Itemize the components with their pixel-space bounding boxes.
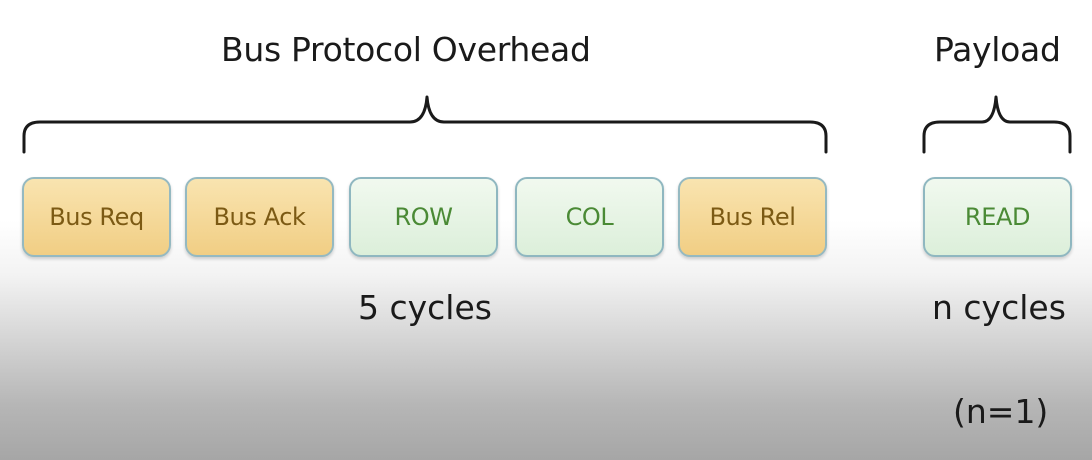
payload-cycles-note: (n=1) — [953, 392, 1049, 431]
bus-rel-label: Bus Rel — [709, 203, 796, 231]
row-block: ROW — [349, 177, 498, 257]
payload-title: Payload — [934, 30, 1061, 69]
overhead-cycles: 5 cycles — [358, 288, 492, 327]
read-label: READ — [964, 203, 1031, 231]
bus-ack-block: Bus Ack — [185, 177, 334, 257]
col-label: COL — [565, 203, 614, 231]
col-block: COL — [515, 177, 664, 257]
bus-ack-label: Bus Ack — [213, 203, 306, 231]
read-block: READ — [923, 177, 1072, 257]
bus-rel-block: Bus Rel — [678, 177, 827, 257]
bus-req-label: Bus Req — [49, 203, 144, 231]
bus-req-block: Bus Req — [22, 177, 171, 257]
payload-cycles: n cycles — [932, 288, 1066, 327]
row-label: ROW — [394, 203, 453, 231]
overhead-title: Bus Protocol Overhead — [221, 30, 591, 69]
